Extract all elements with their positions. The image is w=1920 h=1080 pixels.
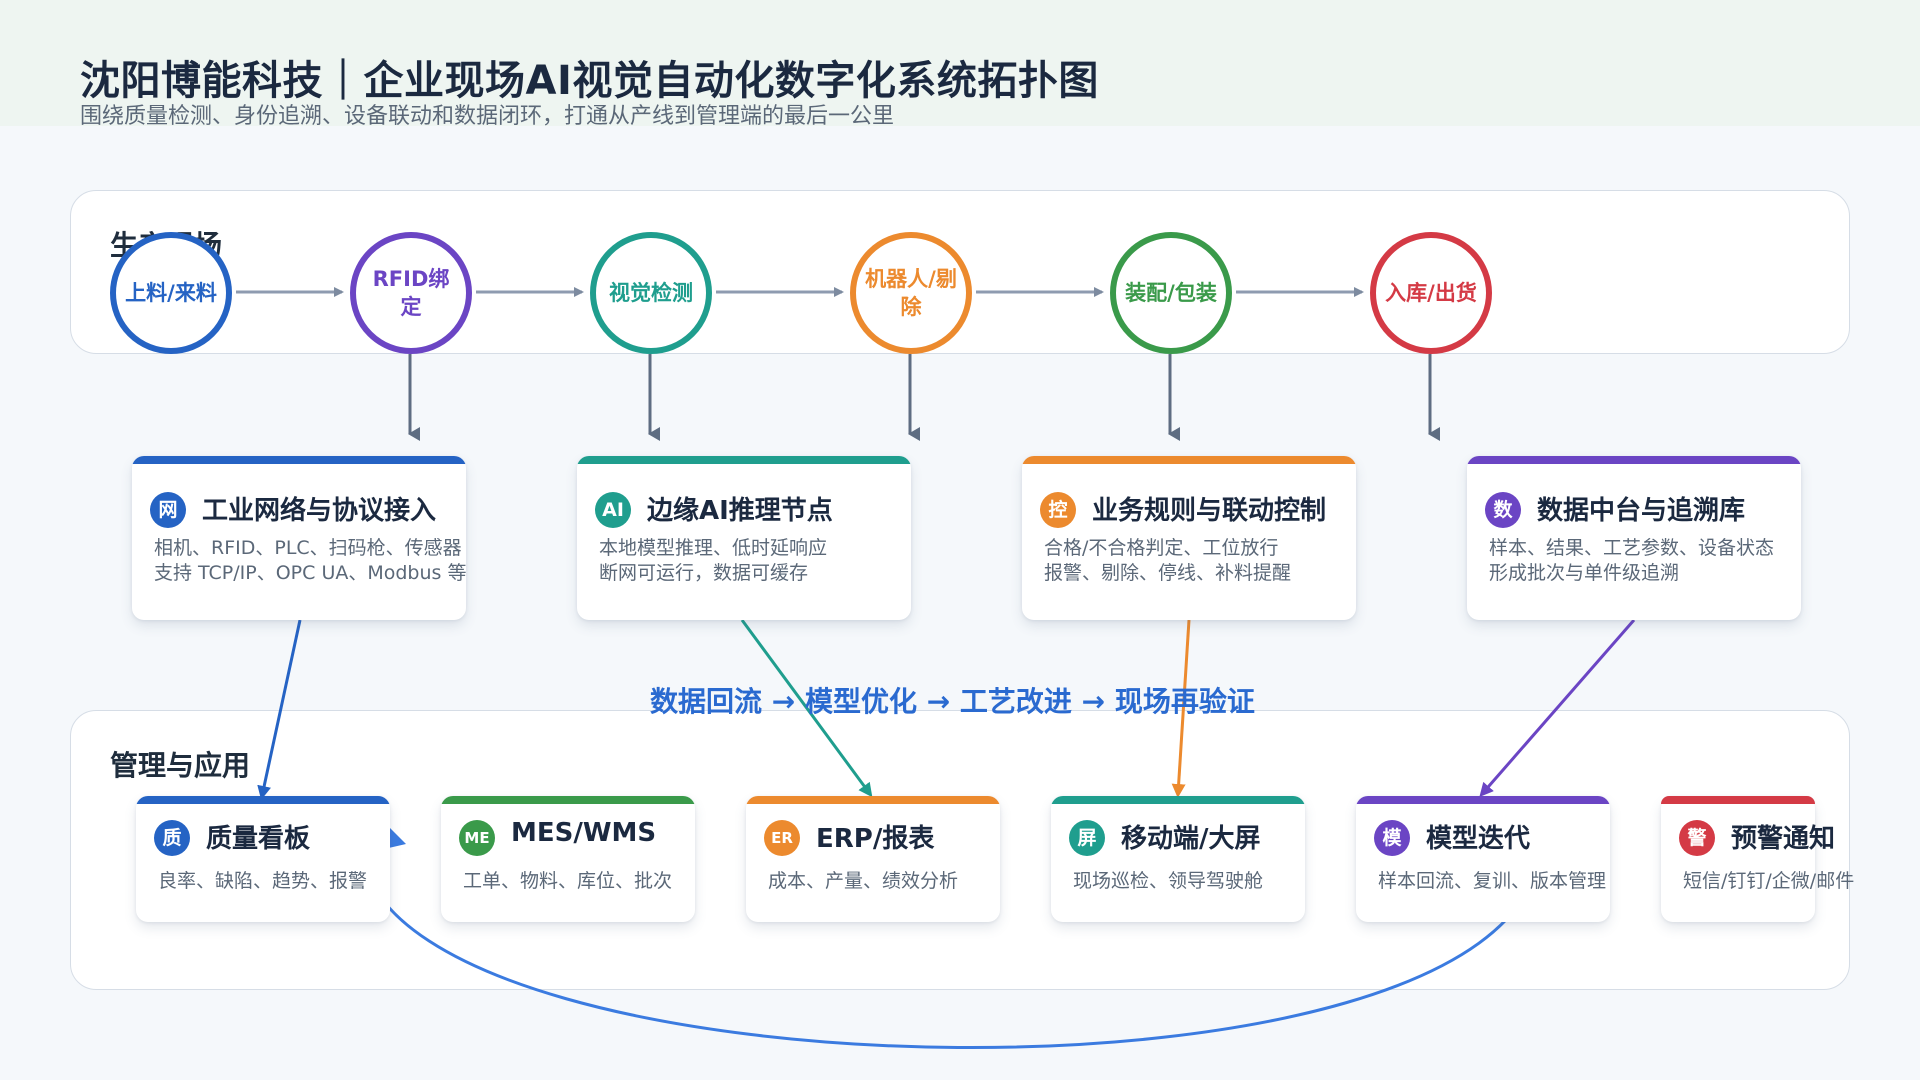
model-icon: 模	[1374, 820, 1410, 856]
card-accent-bar	[1356, 796, 1610, 804]
card-description: 成本、产量、绩效分析	[768, 870, 959, 892]
card-accent-bar	[1051, 796, 1305, 804]
card-mobile-screen: 屏 移动端/大屏 现场巡检、领导驾驶舱	[1051, 796, 1305, 922]
card-title: 移动端/大屏	[1121, 824, 1261, 854]
management-panel-label: 管理与应用	[110, 749, 251, 782]
link-data-to-model	[1479, 619, 1636, 798]
card-title: 预警通知	[1731, 824, 1836, 854]
screen-icon: 屏	[1069, 820, 1105, 856]
card-title: 工业网络与协议接入	[202, 496, 437, 526]
card-erp-reports: ER ERP/报表 成本、产量、绩效分析	[746, 796, 1000, 922]
card-title: 质量看板	[206, 824, 311, 854]
card-title: 模型迭代	[1426, 824, 1531, 854]
card-description: 合格/不合格判定、工位放行 报警、剔除、停线、补料提醒	[1044, 537, 1292, 584]
card-description: 样本回流、复训、版本管理	[1378, 870, 1607, 892]
card-description: 良率、缺陷、趋势、报警	[158, 870, 368, 892]
alert-icon: 警	[1679, 820, 1715, 856]
step-assembly-packaging: 装配/包装	[1110, 232, 1232, 354]
ai-icon: AI	[595, 492, 631, 528]
card-alert-notify: 警 预警通知 短信/钉钉/企微/邮件	[1661, 796, 1854, 922]
card-accent-bar	[1661, 796, 1815, 804]
card-accent-bar	[1022, 456, 1356, 464]
page-subtitle: 围绕质量检测、身份追溯、设备联动和数据闭环，打通从产线到管理端的最后一公里	[80, 104, 895, 129]
link-edge-to-erp	[740, 619, 873, 798]
card-industrial-network: 网 工业网络与协议接入 相机、RFID、PLC、扫码枪、传感器 支持 TCP/I…	[132, 456, 466, 620]
card-title: ERP/报表	[816, 824, 935, 854]
card-title: 数据中台与追溯库	[1537, 496, 1746, 526]
step-incoming-material: 上料/来料	[110, 232, 232, 354]
data-icon: 数	[1485, 492, 1521, 528]
quality-icon: 质	[154, 820, 190, 856]
erp-icon: ER	[764, 820, 800, 856]
card-business-rules: 控 业务规则与联动控制 合格/不合格判定、工位放行 报警、剔除、停线、补料提醒	[1022, 456, 1356, 620]
step-robot-reject: 机器人/剔除	[850, 232, 972, 354]
step-rfid-binding: RFID绑定	[350, 232, 472, 354]
card-description: 现场巡检、领导驾驶舱	[1073, 870, 1264, 892]
control-icon: 控	[1040, 492, 1076, 528]
card-accent-bar	[136, 796, 390, 804]
card-title: MES/WMS	[511, 818, 657, 848]
header-band	[0, 0, 1920, 126]
link-rules-to-mobile	[1171, 619, 1191, 798]
card-accent-bar	[132, 456, 466, 464]
page-title: 沈阳博能科技｜企业现场AI视觉自动化数字化系统拓扑图	[80, 58, 1099, 104]
feedback-loop-label: 数据回流 → 模型优化 → 工艺改进 → 现场再验证	[650, 685, 1255, 718]
card-edge-ai: AI 边缘AI推理节点 本地模型推理、低时延响应 断网可运行，数据可缓存	[577, 456, 911, 620]
card-description: 相机、RFID、PLC、扫码枪、传感器 支持 TCP/IP、OPC UA、Mod…	[154, 537, 466, 584]
card-description: 样本、结果、工艺参数、设备状态 形成批次与单件级追溯	[1489, 537, 1775, 584]
card-accent-bar	[577, 456, 911, 464]
network-icon: 网	[150, 492, 186, 528]
mes-icon: ME	[459, 820, 495, 856]
card-mes-wms: ME MES/WMS 工单、物料、库位、批次	[441, 796, 695, 922]
card-quality-dashboard: 质 质量看板 良率、缺陷、趋势、报警	[136, 796, 390, 922]
card-description: 短信/钉钉/企微/邮件	[1683, 870, 1855, 892]
link-network-to-quality	[257, 619, 302, 800]
card-description: 本地模型推理、低时延响应 断网可运行，数据可缓存	[599, 537, 828, 584]
step-vision-inspection: 视觉检测	[590, 232, 712, 354]
card-data-platform: 数 数据中台与追溯库 样本、结果、工艺参数、设备状态 形成批次与单件级追溯	[1467, 456, 1801, 620]
feedback-loop-arc	[362, 857, 1540, 1049]
card-accent-bar	[746, 796, 1000, 804]
card-description: 工单、物料、库位、批次	[463, 870, 673, 892]
card-accent-bar	[1467, 456, 1801, 464]
step-warehouse-shipping: 入库/出货	[1370, 232, 1492, 354]
card-title: 业务规则与联动控制	[1092, 496, 1327, 526]
card-model-iteration: 模 模型迭代 样本回流、复训、版本管理	[1356, 796, 1610, 922]
card-accent-bar	[441, 796, 695, 804]
card-title: 边缘AI推理节点	[647, 496, 833, 526]
